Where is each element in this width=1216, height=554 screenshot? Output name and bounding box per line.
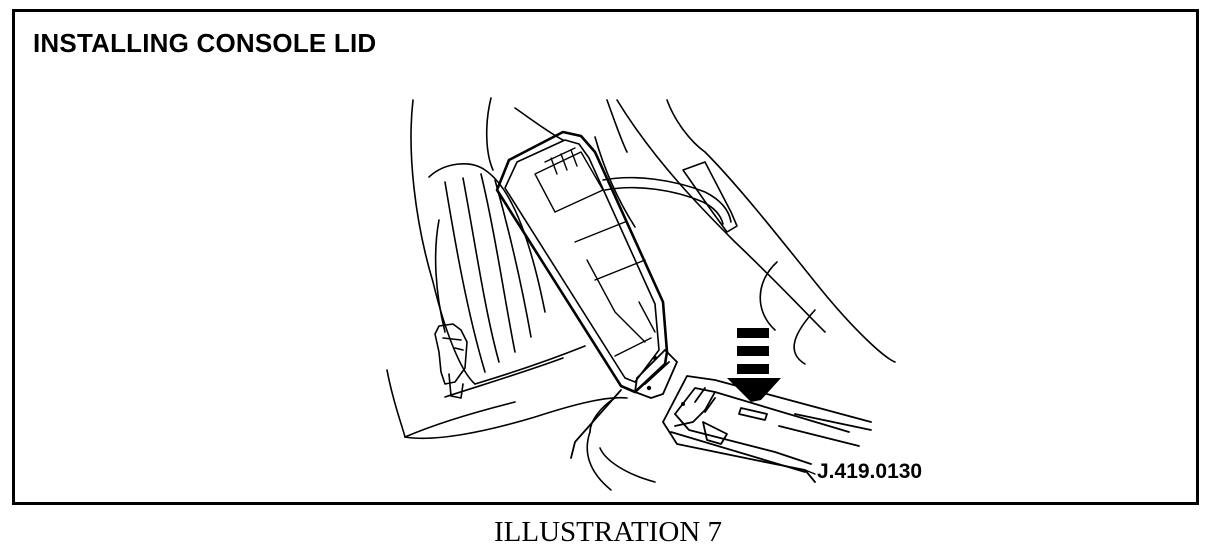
- reference-code: J.419.0130: [817, 460, 923, 483]
- lid-strap: [602, 176, 732, 225]
- console-lid: [495, 130, 669, 394]
- right-seat: [594, 99, 896, 365]
- hinge-bracket: [570, 349, 678, 459]
- seat-cushion: [386, 345, 656, 491]
- console-lid-illustration: [386, 97, 896, 491]
- figure-caption: ILLUSTRATION 7: [494, 516, 722, 548]
- figure-frame: INSTALLING CONSOLE LID: [12, 9, 1199, 505]
- down-arrow-icon: [727, 328, 781, 402]
- seat-backrest: [410, 97, 564, 385]
- console-base: [662, 375, 872, 483]
- seat-belt-buckle: [434, 323, 468, 399]
- figure-title: INSTALLING CONSOLE LID: [33, 28, 377, 58]
- leader-line: [804, 469, 816, 475]
